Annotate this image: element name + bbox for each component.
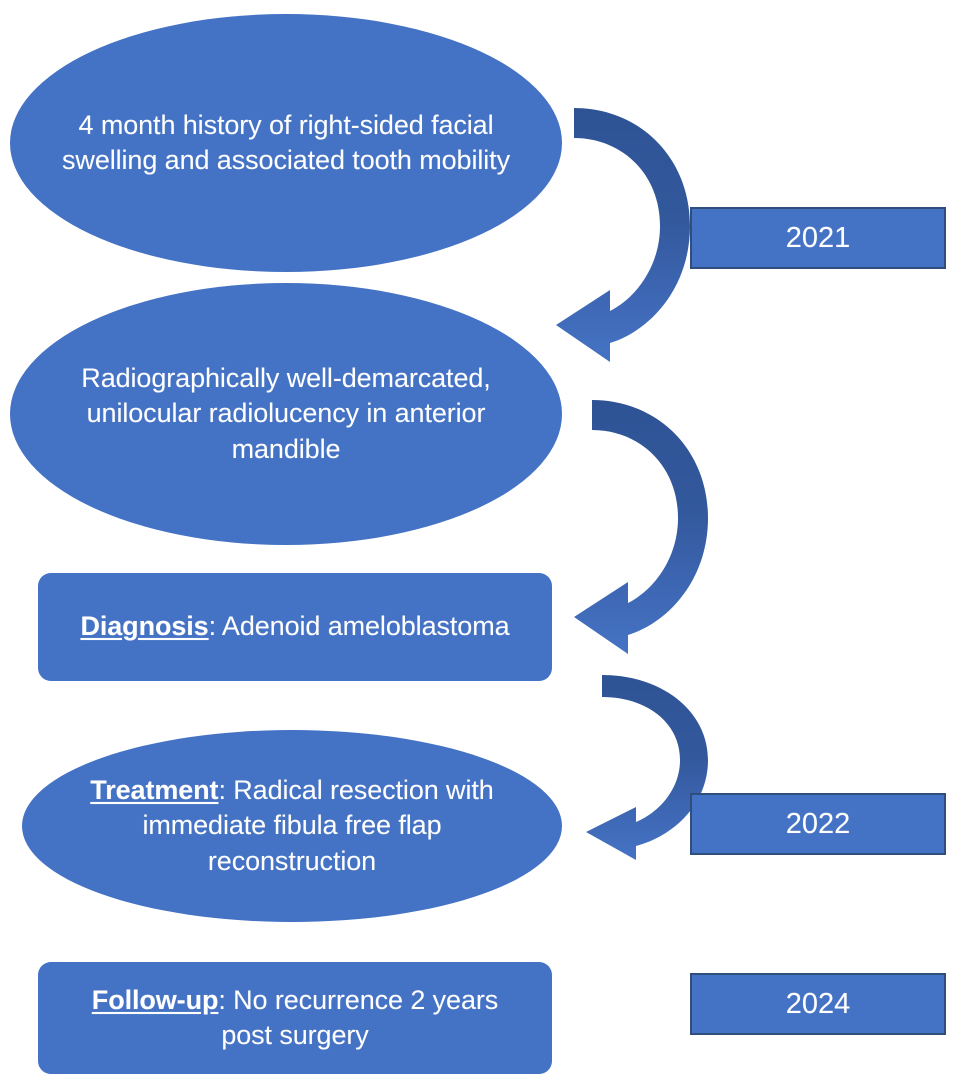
year-chip-2022-label: 2022 — [785, 807, 851, 840]
year-chip-2024: 2024 — [690, 973, 946, 1035]
node-treatment-key: Treatment — [90, 775, 219, 806]
node-diagnosis-text: Diagnosis: Adenoid ameloblastoma — [64, 609, 527, 644]
node-treatment: Treatment: Radical resection with immedi… — [22, 730, 562, 922]
year-chip-2024-label: 2024 — [785, 987, 851, 1020]
node-followup: Follow-up: No recurrence 2 years post su… — [38, 962, 552, 1074]
node-radiograph: Radiographically well-demarcated, uniloc… — [10, 283, 562, 545]
node-diagnosis-key: Diagnosis — [80, 611, 209, 642]
year-chip-2022: 2022 — [690, 793, 946, 855]
connector-radiograph-to-diagnosis — [574, 400, 708, 654]
connector-diagnosis-to-treatment — [586, 675, 708, 860]
node-treatment-text: Treatment: Radical resection with immedi… — [60, 773, 524, 878]
connector-history-to-radiograph — [556, 108, 690, 362]
node-radiograph-text: Radiographically well-demarcated, uniloc… — [81, 363, 491, 464]
node-followup-value: : No recurrence 2 years post surgery — [218, 984, 499, 1050]
node-diagnosis: Diagnosis: Adenoid ameloblastoma — [38, 573, 552, 681]
node-history: 4 month history of right-sided facial sw… — [10, 14, 562, 272]
node-followup-text: Follow-up: No recurrence 2 years post su… — [64, 983, 527, 1053]
node-diagnosis-value: : Adenoid ameloblastoma — [208, 611, 510, 642]
node-treatment-value: : Radical resection with immediate fibul… — [142, 775, 494, 876]
node-history-text: 4 month history of right-sided facial sw… — [62, 109, 510, 175]
node-followup-key: Follow-up — [91, 984, 219, 1015]
year-chip-2021: 2021 — [690, 207, 946, 269]
year-chip-2021-label: 2021 — [785, 221, 851, 254]
